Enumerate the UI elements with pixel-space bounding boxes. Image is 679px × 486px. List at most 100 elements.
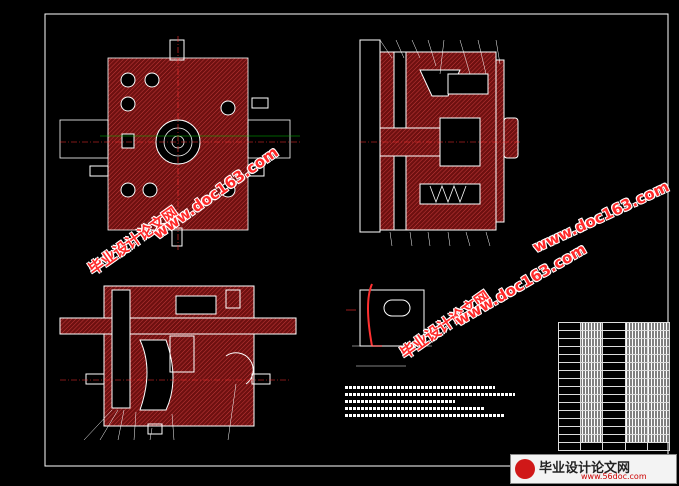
logo-url: www.56doc.com: [581, 472, 647, 481]
part-detail-view: [346, 283, 432, 367]
bom-cell: [557, 442, 582, 451]
bom-cell: [580, 434, 604, 443]
bom-row: [557, 434, 671, 443]
bom-cell: [602, 442, 626, 451]
bom-cell: [580, 386, 604, 395]
bom-cell: [646, 370, 671, 379]
bom-cell: [580, 354, 604, 363]
bom-cell: [646, 322, 671, 331]
site-logo: 毕业设计论文网 www.56doc.com: [510, 454, 677, 484]
bom-cell: [646, 410, 671, 419]
bom-cell: [624, 402, 648, 411]
bom-cell: [557, 418, 582, 427]
bom-cell: [624, 386, 648, 395]
bom-cell: [646, 434, 671, 443]
bom-cell: [557, 394, 582, 403]
bom-cell: [624, 378, 648, 387]
bom-cell: [580, 322, 604, 331]
bom-row: [557, 354, 671, 363]
bom-cell: [646, 418, 671, 427]
bom-cell: [602, 418, 626, 427]
bom-row: [557, 370, 671, 379]
bom-cell: [580, 410, 604, 419]
bom-cell: [602, 362, 626, 371]
bom-cell: [580, 394, 604, 403]
drawing-frame: [44, 13, 669, 467]
bom-cell: [557, 346, 582, 355]
bom-row: [557, 362, 671, 371]
technical-notes: [345, 386, 535, 421]
bom-cell: [646, 394, 671, 403]
bom-cell: [624, 418, 648, 427]
bom-cell: [646, 386, 671, 395]
bom-cell: [624, 338, 648, 347]
bom-cell: [580, 426, 604, 435]
logo-text: 毕业设计论文网: [539, 461, 631, 476]
bom-row: [557, 410, 671, 419]
bom-cell: [624, 362, 648, 371]
note-line: [345, 386, 495, 389]
bom-cell: [602, 410, 626, 419]
bom-row: [557, 338, 671, 347]
bom-cell: [602, 434, 626, 443]
bom-cell: [602, 354, 626, 363]
bom-cell: [557, 362, 582, 371]
bom-cell: [624, 370, 648, 379]
bom-cell: [580, 370, 604, 379]
bom-cell: [624, 410, 648, 419]
logo-mark-icon: [515, 459, 535, 479]
bom-cell: [580, 442, 604, 451]
bill-of-materials-table: [557, 322, 671, 451]
bom-cell: [602, 322, 626, 331]
bom-cell: [602, 338, 626, 347]
bom-cell: [624, 426, 648, 435]
bom-row: [557, 394, 671, 403]
bom-row: [557, 418, 671, 427]
bom-cell: [557, 426, 582, 435]
bom-cell: [602, 394, 626, 403]
bom-cell: [646, 442, 671, 451]
bom-cell: [646, 330, 671, 339]
bom-cell: [557, 410, 582, 419]
bom-cell: [646, 346, 671, 355]
bom-cell: [557, 434, 582, 443]
bom-row: [557, 346, 671, 355]
bom-row: [557, 402, 671, 411]
bom-cell: [646, 378, 671, 387]
bom-cell: [580, 346, 604, 355]
bom-cell: [580, 362, 604, 371]
note-line: [345, 393, 515, 396]
bom-cell: [602, 426, 626, 435]
bom-cell: [646, 354, 671, 363]
bom-cell: [557, 322, 582, 331]
bom-cell: [602, 386, 626, 395]
bom-cell: [646, 338, 671, 347]
section-view: [359, 39, 520, 247]
bom-row: [557, 442, 671, 451]
bom-cell: [557, 402, 582, 411]
bom-cell: [624, 354, 648, 363]
bom-cell: [602, 346, 626, 355]
bom-cell: [580, 378, 604, 387]
bom-cell: [602, 370, 626, 379]
side-section-view: [59, 285, 297, 441]
bom-cell: [602, 402, 626, 411]
bom-cell: [557, 354, 582, 363]
bom-cell: [624, 322, 648, 331]
bom-row: [557, 426, 671, 435]
note-line: [345, 414, 505, 417]
bom-row: [557, 330, 671, 339]
top-view: [59, 36, 300, 250]
bom-row: [557, 378, 671, 387]
bom-cell: [580, 330, 604, 339]
bom-row: [557, 386, 671, 395]
note-line: [345, 400, 455, 403]
bom-cell: [580, 338, 604, 347]
bom-row: [557, 322, 671, 331]
note-line: [345, 407, 485, 410]
bom-cell: [646, 402, 671, 411]
bom-cell: [624, 394, 648, 403]
bom-cell: [557, 338, 582, 347]
bom-cell: [646, 362, 671, 371]
